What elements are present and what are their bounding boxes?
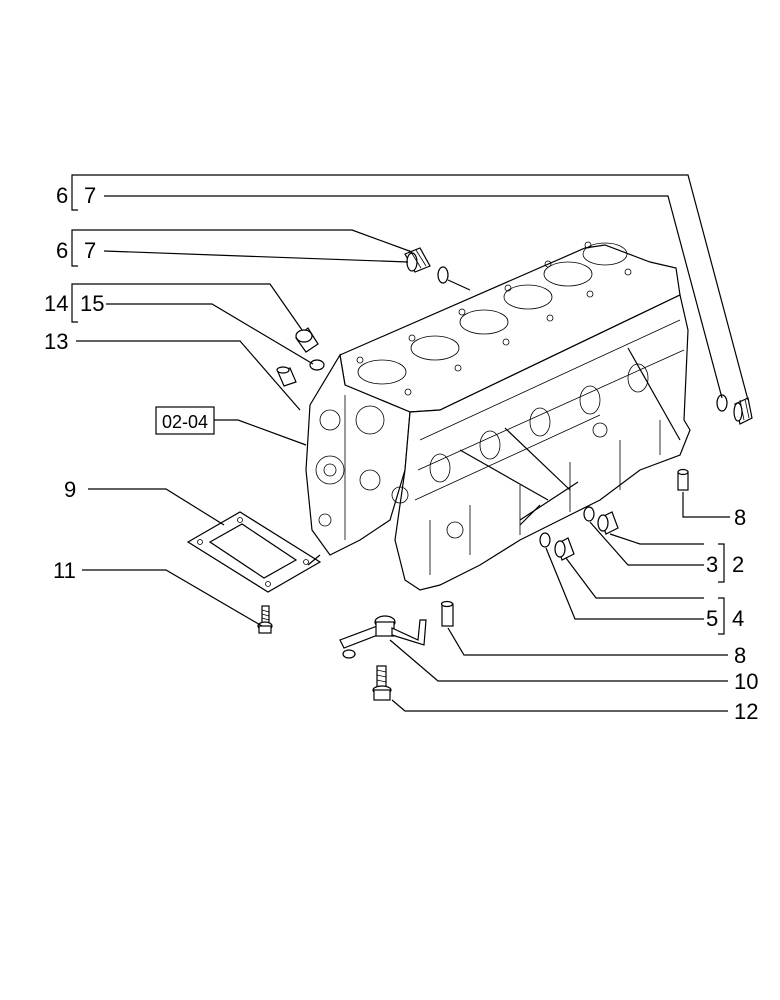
callout-9: 9 bbox=[64, 477, 76, 502]
plug-7-right bbox=[716, 394, 753, 425]
callout-8-lower: 8 bbox=[734, 643, 746, 668]
leader-lines bbox=[71, 174, 749, 712]
callout-2: 2 bbox=[732, 552, 744, 577]
screw-11 bbox=[257, 605, 273, 634]
callout-4: 4 bbox=[732, 606, 744, 631]
callout-10: 10 bbox=[734, 669, 758, 694]
callout-labels: 6 7 6 7 14 15 13 02-04 9 11 8 3 2 5 4 8 … bbox=[44, 183, 758, 724]
sleeve-13 bbox=[276, 366, 297, 387]
callout-8-right: 8 bbox=[734, 505, 746, 530]
ref-02-04: 02-04 bbox=[162, 412, 208, 432]
callout-3: 3 bbox=[706, 552, 718, 577]
callout-13: 13 bbox=[44, 329, 68, 354]
plug-15 bbox=[295, 327, 325, 371]
dowel-8-right bbox=[677, 468, 689, 491]
gasket-9 bbox=[186, 511, 322, 593]
callout-12: 12 bbox=[734, 699, 758, 724]
callout-6-top: 6 bbox=[56, 183, 68, 208]
callout-15: 15 bbox=[80, 291, 104, 316]
bolt-12 bbox=[372, 665, 392, 701]
callout-5: 5 bbox=[706, 606, 718, 631]
ref-box bbox=[155, 406, 215, 435]
callout-6-second: 6 bbox=[56, 238, 68, 263]
oil-jet-10 bbox=[339, 615, 427, 659]
callout-14: 14 bbox=[44, 291, 68, 316]
plug-7-upper bbox=[404, 247, 449, 284]
callout-7-second: 7 bbox=[84, 238, 96, 263]
callout-7-top: 7 bbox=[84, 183, 96, 208]
callout-11: 11 bbox=[53, 558, 76, 583]
plug-3 bbox=[583, 506, 619, 535]
plug-5 bbox=[539, 532, 575, 561]
engine-block bbox=[305, 241, 691, 591]
dowel-8-lower bbox=[440, 600, 454, 627]
